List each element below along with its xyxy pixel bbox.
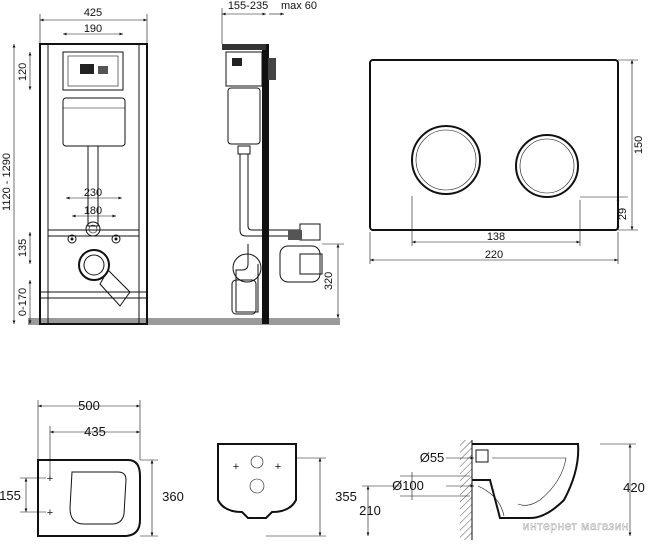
bowl-side-outline xyxy=(472,443,580,519)
front-plate-width-label: 190 xyxy=(84,23,102,35)
side-max-depth-label: max 60 xyxy=(281,0,317,12)
bowl-fix-spacing-label: 435 xyxy=(84,424,106,439)
side-outlet-height-label: 320 xyxy=(323,272,335,290)
bowl-top-outline xyxy=(37,459,141,537)
side-view: 155-235 max 60 320 xyxy=(221,0,344,324)
side-depth-label: 155-235 xyxy=(228,0,268,12)
front-leg-adjust-label: 0-170 xyxy=(17,288,29,316)
svg-text:+: + xyxy=(47,507,53,519)
bowl-front-view: + + 355 xyxy=(217,443,357,537)
front-width-label: 425 xyxy=(84,7,102,19)
bowl-total-height-label: 420 xyxy=(623,480,645,495)
bowl-outlet-label: Ø100 xyxy=(392,478,424,493)
flush-button-small xyxy=(515,134,579,198)
outlet-pipe xyxy=(78,249,110,281)
plate-height-label: 150 xyxy=(633,136,645,154)
svg-text:+: + xyxy=(47,473,53,485)
plate-width-label: 220 xyxy=(485,249,503,261)
watermark-text: интернет магазин xyxy=(523,519,629,533)
bowl-front-outline xyxy=(217,443,297,519)
front-outlet-spacing-label: 230 xyxy=(84,187,102,199)
bowl-side-view: Ø55 Ø100 210 420 xyxy=(359,440,645,540)
bowl-fix-height-label: 155 xyxy=(0,488,21,503)
front-plate-height-label: 120 xyxy=(17,63,29,81)
flush-opening xyxy=(62,51,124,91)
bowl-width-label: 500 xyxy=(78,398,100,413)
flush-plate: 150 29 138 220 xyxy=(369,59,645,264)
floor-line xyxy=(28,318,340,325)
bowl-depth-label: 360 xyxy=(162,489,184,504)
cistern xyxy=(62,97,126,147)
svg-text:+: + xyxy=(275,461,281,473)
bowl-outlet-height-label: 210 xyxy=(359,503,381,518)
plate-button-span-label: 138 xyxy=(487,231,505,243)
flush-button-large xyxy=(411,125,481,195)
svg-text:+: + xyxy=(233,461,239,473)
bowl-inlet-label: Ø55 xyxy=(420,450,445,465)
flush-plate-outline xyxy=(369,59,619,231)
front-stud-spacing-label: 180 xyxy=(84,205,102,217)
front-total-height-label: 1120 - 1290 xyxy=(1,153,13,211)
plate-button-offset-label: 29 xyxy=(617,208,629,220)
frame-outline xyxy=(39,43,148,325)
wall-hatch xyxy=(460,440,472,540)
bowl-top-view: + + 500 435 155 360 xyxy=(0,398,184,537)
bowl-front-height-label: 355 xyxy=(335,489,357,504)
side-cistern xyxy=(227,87,261,145)
front-outlet-height-label: 135 xyxy=(17,239,29,257)
front-view: 425 190 120 1120 - 1290 230 180 135 0-17… xyxy=(1,7,340,325)
